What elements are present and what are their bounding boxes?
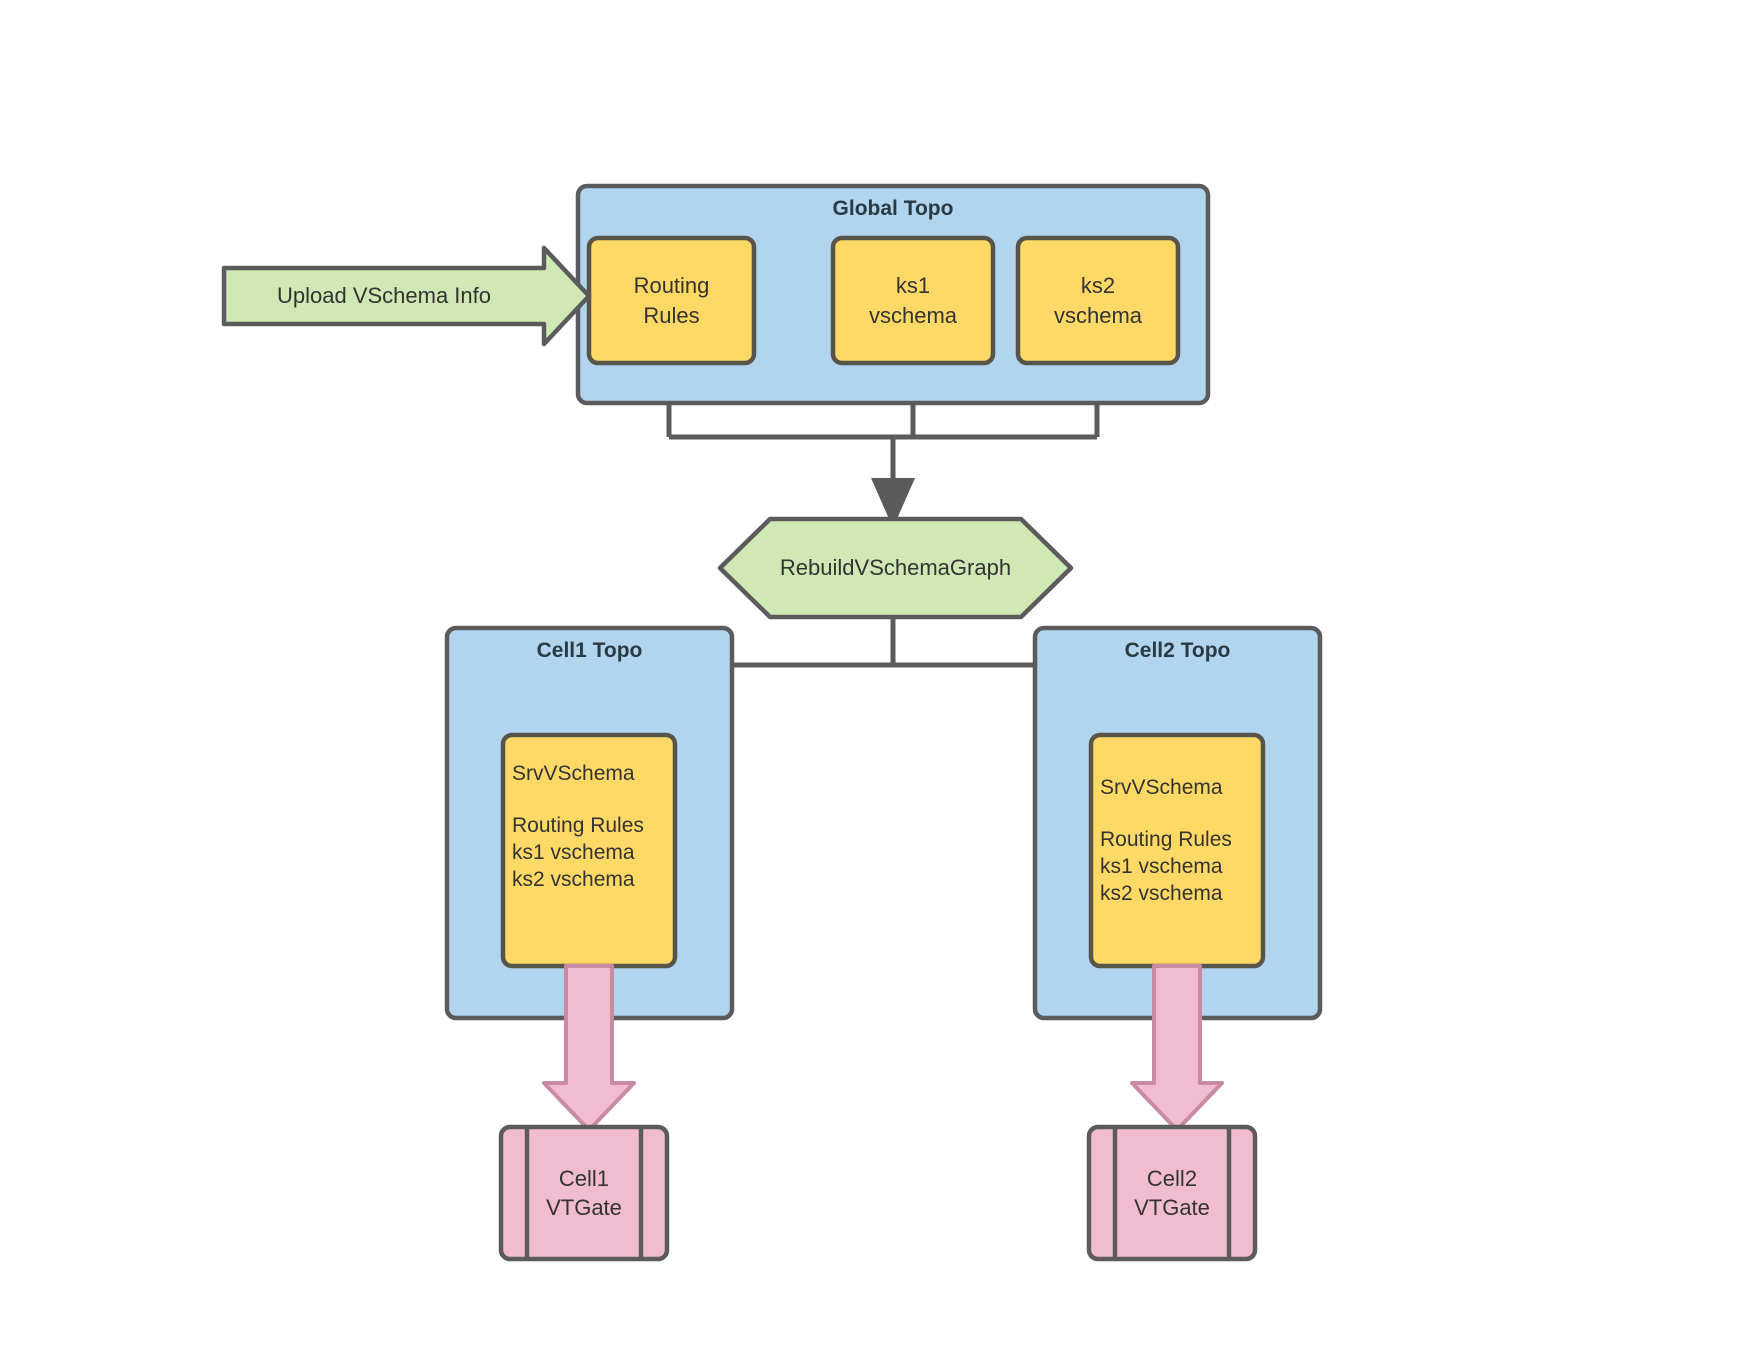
cell1-srv-vschema-box[interactable] xyxy=(500,732,678,969)
pink-arrow-cell1-to-vtgate xyxy=(542,964,636,1132)
cell2-srv-vschema-box[interactable] xyxy=(1088,732,1266,969)
global-topo-box-ks2-vschema[interactable] xyxy=(1015,235,1181,366)
global-topo-box-ks1-vschema[interactable] xyxy=(830,235,996,366)
upload-vschema-info-arrow[interactable] xyxy=(221,245,592,347)
cell1-vtgate-box[interactable] xyxy=(498,1124,670,1262)
rebuild-vschema-graph-hexagon[interactable] xyxy=(717,516,1074,620)
global-topo-box-routing-rules[interactable] xyxy=(586,235,757,366)
cell2-vtgate-box[interactable] xyxy=(1086,1124,1258,1262)
pink-arrow-cell2-to-vtgate xyxy=(1130,964,1224,1132)
